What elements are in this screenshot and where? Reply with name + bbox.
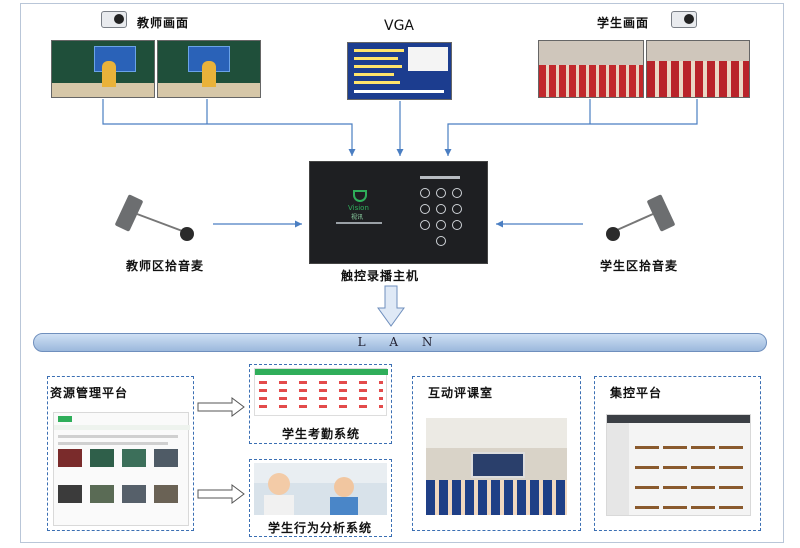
teacher-view-label: 教师画面 [137, 16, 190, 30]
student-view-image-2 [646, 40, 750, 98]
host-label: 触控录播主机 [341, 269, 420, 283]
attendance-label: 学生考勤系统 [282, 427, 361, 441]
to-attendance-arrow [197, 397, 245, 417]
teacher-view-image-2 [157, 40, 261, 98]
vision-logo-icon [353, 190, 367, 202]
central-control-label: 集控平台 [610, 386, 663, 400]
student-view-image-1 [538, 40, 644, 98]
vga-screen-image [347, 42, 452, 100]
recording-host-screen: Vision 视讯 [309, 161, 488, 264]
to-behavior-arrow [197, 484, 245, 504]
resource-platform-screenshot [53, 412, 190, 526]
interactive-classroom-label: 互动评课室 [428, 386, 494, 400]
student-view-label: 学生画面 [597, 16, 650, 30]
behavior-screenshot [254, 463, 387, 515]
vga-label: VGA [384, 18, 415, 34]
teacher-to-host-arrow [102, 99, 356, 156]
behavior-label: 学生行为分析系统 [268, 521, 373, 535]
student-mic-label: 学生区拾音麦 [600, 259, 679, 273]
interactive-classroom-photo [426, 418, 567, 515]
teacher-view-image-1 [51, 40, 155, 98]
lan-bar: L A N [33, 333, 767, 352]
host-to-lan-arrow [377, 285, 405, 327]
teacher-mic-label: 教师区拾音麦 [126, 259, 205, 273]
student-to-host-arrow [444, 99, 698, 156]
teacher-mic-icon [115, 194, 194, 241]
host-brand-en: Vision [348, 204, 369, 212]
teacher-camera-icon [101, 11, 127, 28]
student-camera-icon [671, 11, 697, 28]
resource-platform-label: 资源管理平台 [50, 386, 129, 400]
central-control-screenshot [606, 414, 751, 516]
attendance-screenshot [254, 368, 388, 416]
student-mic-icon [606, 194, 675, 241]
host-brand-cn: 视讯 [351, 214, 364, 221]
